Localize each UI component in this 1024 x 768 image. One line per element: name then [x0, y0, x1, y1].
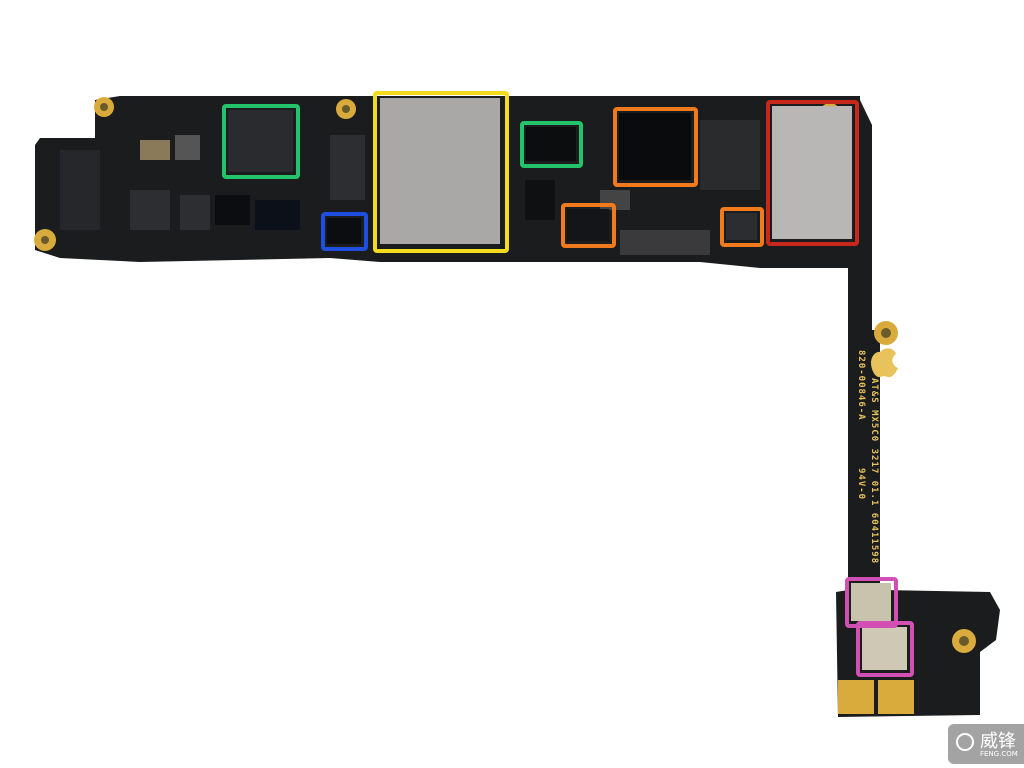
chip	[619, 113, 691, 180]
chip	[862, 627, 907, 670]
a11-processor-chip	[380, 98, 500, 244]
watermark: 威锋 FENG.COM	[948, 724, 1024, 764]
highlight-magenta-lower	[856, 621, 914, 677]
components	[60, 120, 760, 255]
board-part-number: 820-00846-A	[856, 350, 866, 421]
watermark-name: 威锋	[980, 731, 1016, 752]
highlight-magenta-upper	[845, 577, 898, 628]
highlight-orange-mid	[561, 203, 616, 248]
watermark-site: FENG.COM	[980, 750, 1018, 758]
ram-chip	[228, 110, 293, 172]
highlight-green-ram	[222, 104, 300, 179]
chip	[526, 127, 576, 161]
feng-logo-icon	[956, 733, 974, 751]
modem-shield	[772, 106, 852, 239]
highlight-orange-large	[613, 107, 698, 187]
board-rating: 94V-0	[856, 468, 866, 501]
chip	[851, 583, 891, 621]
highlight-red-modem	[766, 100, 859, 246]
highlight-yellow-processor	[373, 91, 509, 253]
pcb-board	[35, 96, 1000, 717]
highlight-orange-small	[720, 207, 764, 247]
chip	[327, 218, 361, 244]
board-fab-line: AT&S MX5C0 3217 01.1 60411598	[869, 378, 879, 565]
highlight-green-small	[520, 121, 583, 168]
highlight-blue	[321, 212, 368, 251]
chip	[726, 213, 757, 240]
chip	[567, 209, 609, 241]
apple-logo-icon	[871, 348, 898, 378]
